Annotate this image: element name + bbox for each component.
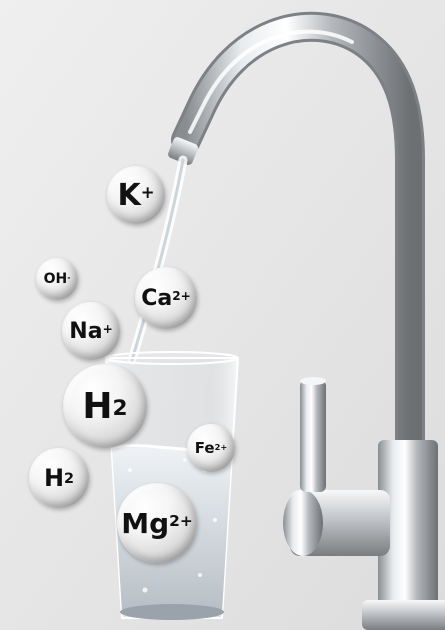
ion-bubble-na: Na+ — [62, 302, 120, 360]
ion-na-symbol: Na — [69, 318, 103, 344]
ion-k-charge: + — [140, 183, 155, 203]
ion-h2a-subscript: 2 — [112, 395, 128, 421]
ion-ca-symbol: Ca — [141, 285, 173, 311]
ion-h2a-symbol: H — [82, 385, 113, 427]
ion-bubble-k: K+ — [107, 166, 165, 224]
ion-bubble-oh: OH- — [36, 258, 78, 300]
ion-ca-charge: 2+ — [172, 289, 191, 304]
ion-fe-charge: 2+ — [214, 441, 228, 452]
ion-oh-charge: - — [67, 273, 71, 283]
ion-mg-symbol: Mg — [121, 506, 170, 540]
ion-na-charge: + — [102, 322, 113, 337]
ion-oh-symbol: OH — [43, 271, 68, 287]
ion-h2b-subscript: 2 — [64, 471, 75, 488]
ion-mg-charge: 2+ — [169, 511, 193, 530]
ion-fe-symbol: Fe — [194, 439, 215, 457]
ion-h2b-symbol: H — [43, 464, 65, 492]
ion-k-symbol: K — [117, 177, 141, 213]
